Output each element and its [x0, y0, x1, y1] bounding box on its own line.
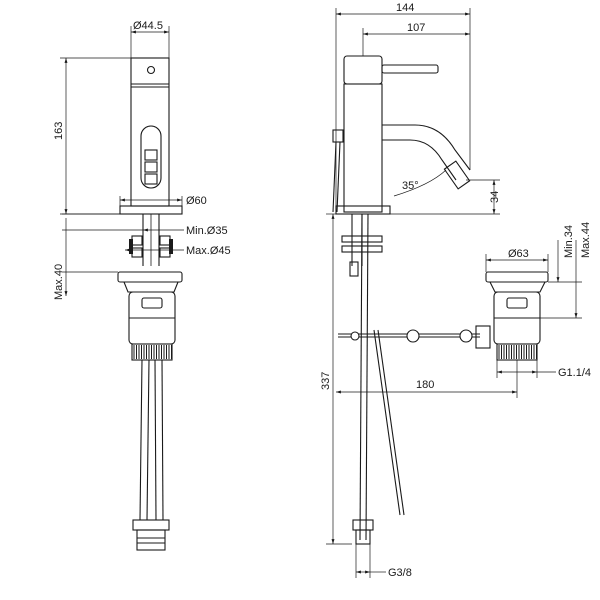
side-top-cap — [343, 55, 383, 85]
dim-side-waste-offset: 180 — [416, 379, 434, 391]
dim-side-pipe-thread: G3/8 — [388, 567, 412, 579]
front-waste-flange — [117, 271, 183, 283]
dim-front-height: 163 — [53, 122, 65, 140]
side-waste-outlet — [475, 325, 491, 349]
side-faucet-body — [343, 83, 383, 213]
dim-side-spout-angle: 35° — [402, 180, 419, 192]
side-base — [335, 205, 391, 215]
dim-side-spout-height: 34 — [489, 191, 501, 203]
dim-side-spout-length: 107 — [407, 22, 425, 34]
front-lever-hole — [146, 65, 156, 75]
dim-front-base-diameter: Ø60 — [186, 195, 207, 207]
dim-side-pipe-length: 337 — [320, 372, 332, 390]
dim-front-max-hole: Max.Ø45 — [186, 245, 231, 257]
front-spout-opening — [140, 125, 162, 189]
dim-waste-thread: G1.1/4 — [558, 367, 591, 379]
side-spout — [382, 124, 471, 171]
dim-waste-min: Min.34 — [563, 225, 575, 258]
side-view: 144 107 35° 34 337 180 G3/8 Ø63 — [320, 2, 592, 579]
side-aerator — [443, 160, 471, 190]
side-lever — [381, 64, 439, 74]
dim-front-min-hole: Min.Ø35 — [186, 225, 228, 237]
dim-side-overall-length: 144 — [396, 2, 414, 14]
dim-front-top-diameter: Ø44.5 — [133, 20, 163, 32]
dim-front-max-thickness: Max.40 — [53, 264, 65, 300]
dim-waste-diameter: Ø63 — [508, 248, 529, 260]
front-base — [119, 205, 183, 215]
front-view: Ø44.5 163 Ø60 Min.Ø35 Max.Ø45 Max.40 — [53, 20, 231, 551]
side-waste-flange — [485, 271, 549, 283]
dim-waste-max: Max.44 — [580, 222, 592, 258]
